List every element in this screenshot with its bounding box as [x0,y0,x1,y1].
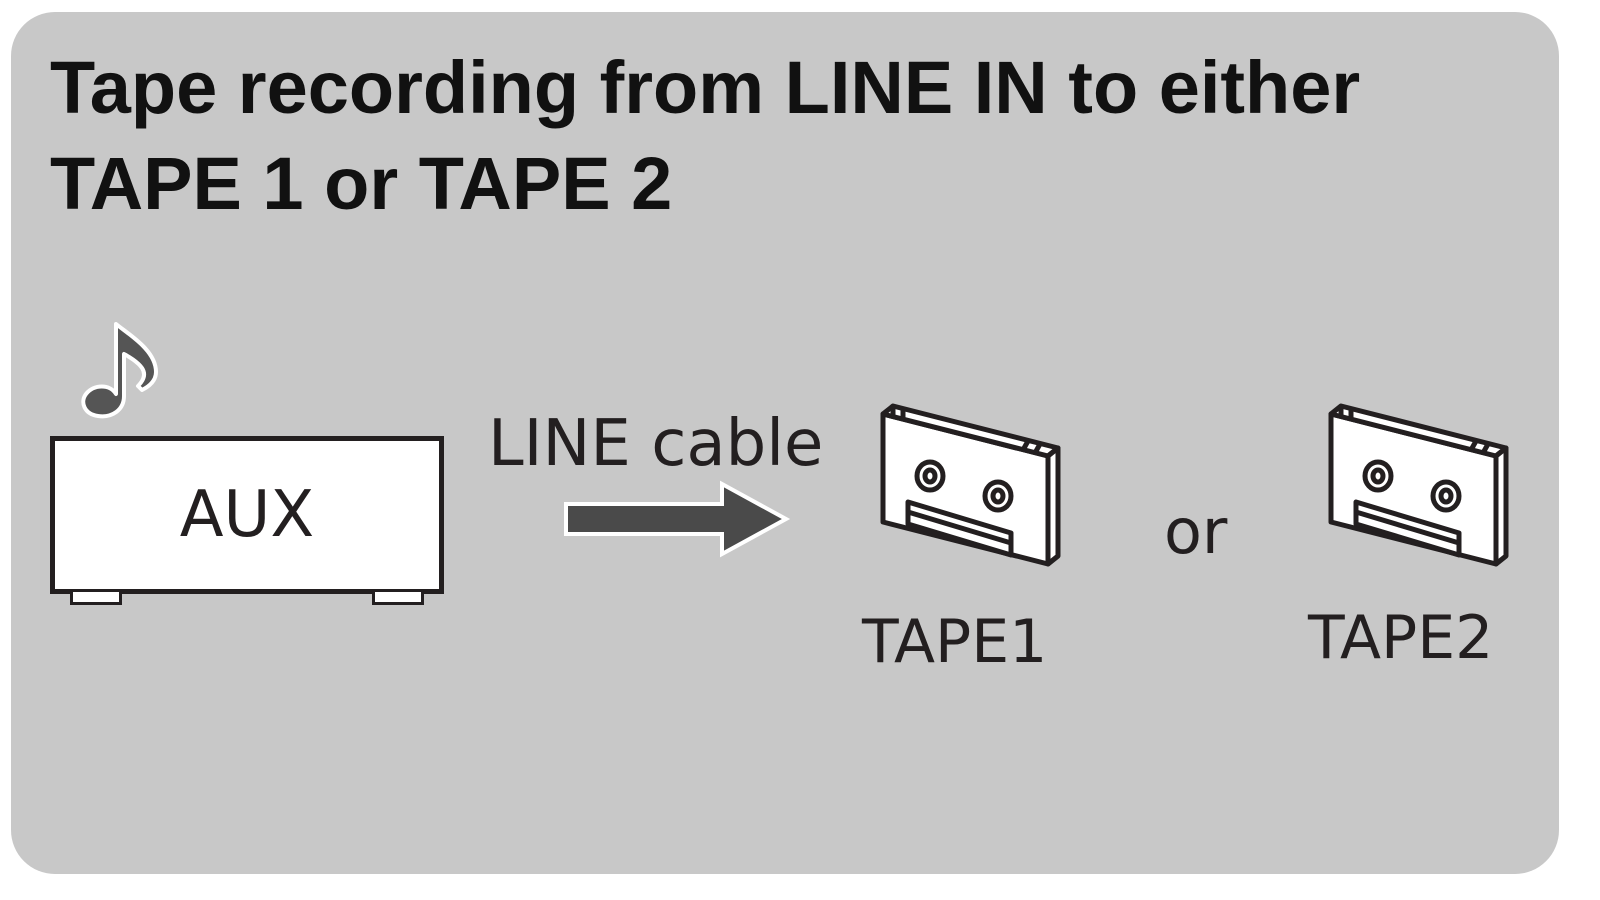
cassette-icon [1328,403,1509,567]
music-note-icon [81,322,158,419]
title-line-1: Tape recording from LINE IN to either [50,46,1361,129]
aux-device-foot-right [372,589,424,605]
title-line-2: TAPE 1 or TAPE 2 [50,142,673,225]
aux-label: AUX [179,478,315,552]
cassette-icon [880,403,1061,567]
line-cable-label: LINE cable [488,407,824,481]
arrow-right-icon [564,480,791,558]
aux-device [50,436,444,594]
or-separator: or [1164,495,1228,568]
aux-device-foot-left [70,589,122,605]
diagram-title: Tape recording from LINE IN to either TA… [50,40,1360,232]
tape1-label: TAPE1 [862,607,1048,677]
tape2-label: TAPE2 [1308,603,1494,673]
